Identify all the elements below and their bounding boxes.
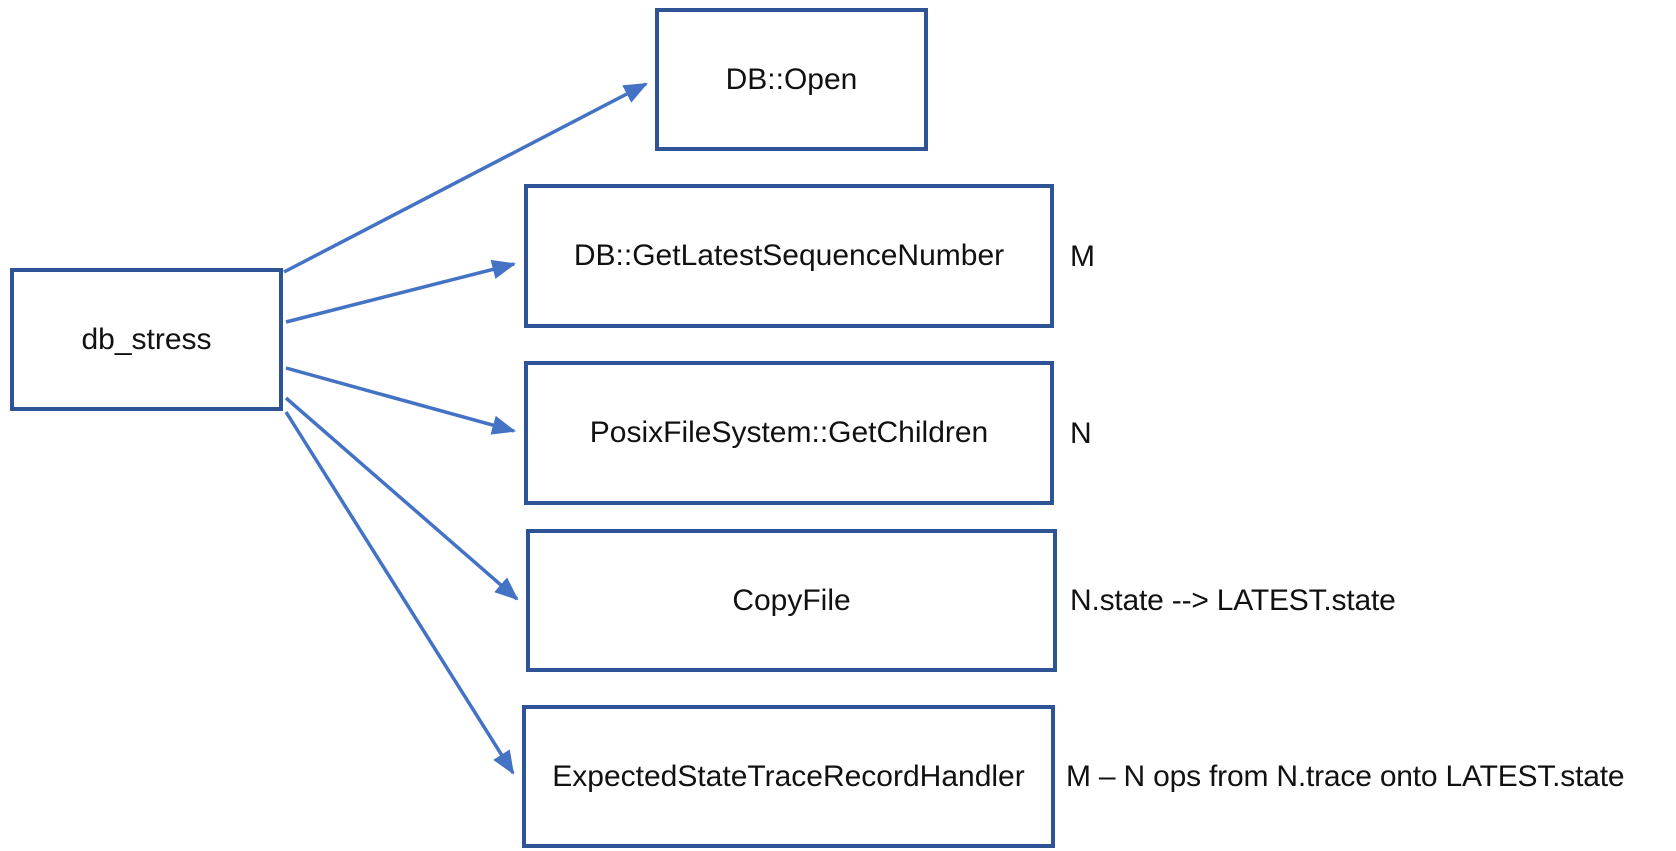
annotation-trace-handler-ops: M – N ops from N.trace onto LATEST.state [1066, 760, 1625, 793]
annotation-get-children-n: N [1070, 417, 1092, 450]
node-db-stress: db_stress [10, 268, 283, 411]
node-get-children-label: PosixFileSystem::GetChildren [589, 416, 989, 449]
annotation-copy-file-states: N.state --> LATEST.state [1070, 584, 1396, 617]
annotation-get-latest-m: M [1070, 240, 1095, 273]
arrow-db-stress-to-copy-file [284, 396, 519, 601]
node-expected-state-trace-record-handler: ExpectedStateTraceRecordHandler [522, 705, 1055, 848]
arrow-db-stress-to-get-children [285, 366, 517, 435]
node-db-open-label: DB::Open [725, 62, 858, 96]
node-copy-file: CopyFile [526, 529, 1057, 672]
node-db-stress-label: db_stress [81, 322, 212, 356]
node-db-open: DB::Open [655, 8, 928, 151]
node-copy-file-label: CopyFile [732, 583, 851, 617]
node-get-children: PosixFileSystem::GetChildren [524, 361, 1054, 505]
node-expected-state-trace-record-handler-label: ExpectedStateTraceRecordHandler [552, 759, 1025, 793]
node-get-latest-sequence-number: DB::GetLatestSequenceNumber [524, 184, 1054, 328]
arrow-db-stress-to-trace-handler [284, 411, 515, 775]
arrow-db-stress-to-get-latest [285, 259, 517, 324]
node-get-latest-sequence-number-label: DB::GetLatestSequenceNumber [573, 239, 1005, 272]
